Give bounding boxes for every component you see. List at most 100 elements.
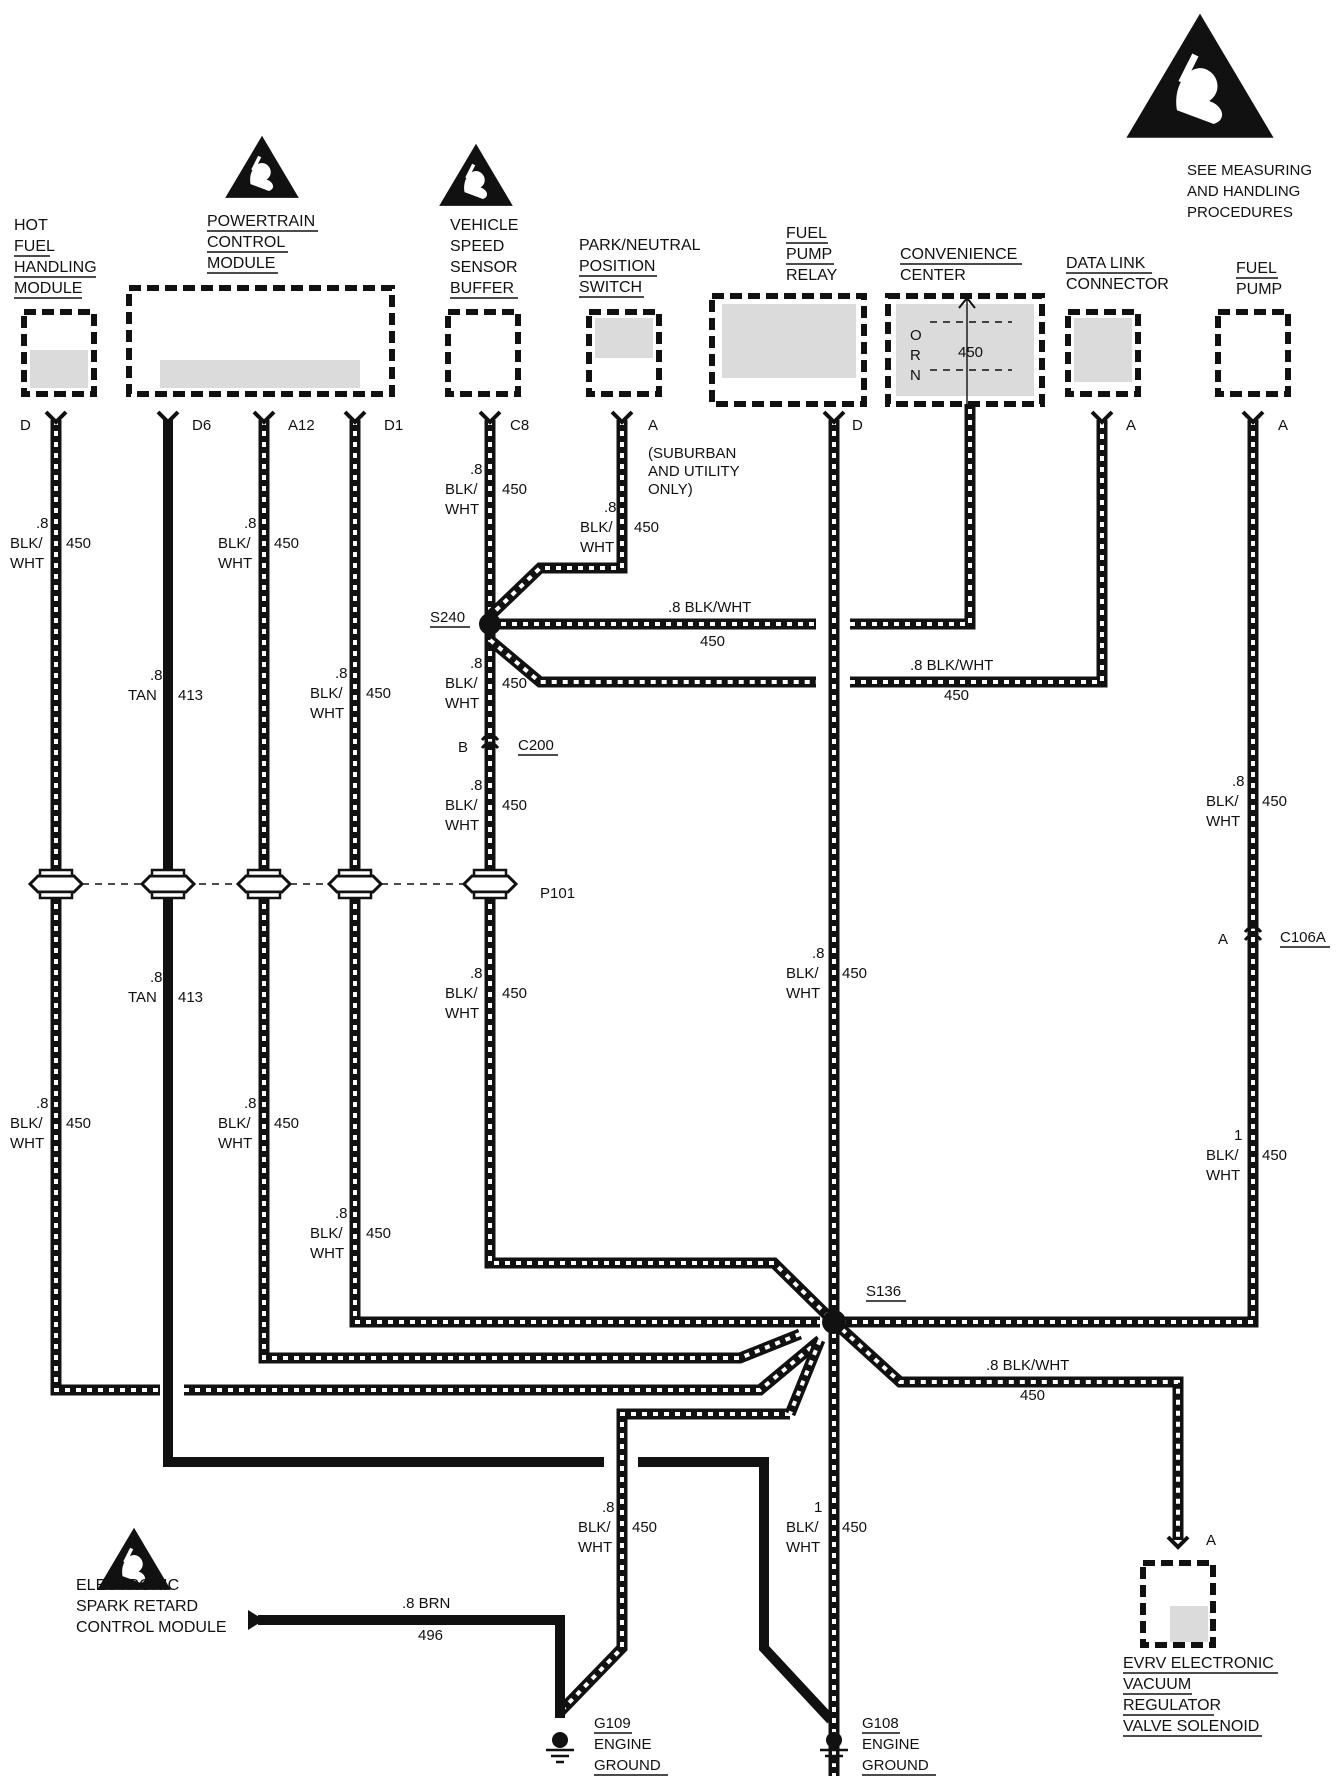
svg-text:450: 450 xyxy=(274,535,299,552)
svg-text:SPARK RETARD: SPARK RETARD xyxy=(76,1598,198,1615)
pin-relay: D xyxy=(822,410,863,434)
svg-text:BLK/: BLK/ xyxy=(10,535,43,552)
wire-evrv xyxy=(830,1317,1184,1540)
svg-text:450: 450 xyxy=(366,685,391,702)
esd-warning-icon-vss xyxy=(437,142,515,208)
warning-note-line-2: AND HANDLING xyxy=(1187,183,1300,200)
svg-text:WHT: WHT xyxy=(310,705,344,722)
svg-text:BLK/: BLK/ xyxy=(786,1519,819,1536)
svg-text:D: D xyxy=(20,417,31,434)
svg-text:A: A xyxy=(1126,417,1136,434)
svg-text:.8: .8 xyxy=(36,1095,49,1112)
svg-text:GROUND: GROUND xyxy=(862,1757,929,1774)
wire-pnp xyxy=(486,420,628,620)
svg-text:EVRV ELECTRONIC: EVRV ELECTRONIC xyxy=(1123,1655,1274,1672)
svg-text:WHT: WHT xyxy=(10,555,44,572)
svg-text:ENGINE: ENGINE xyxy=(594,1736,652,1753)
conv-circuit: 450 xyxy=(958,344,983,361)
wire-hot-fuel-return xyxy=(184,1335,824,1396)
svg-text:450: 450 xyxy=(944,687,969,704)
svg-text:D1: D1 xyxy=(384,417,403,434)
svg-text:A12: A12 xyxy=(288,417,315,434)
svg-text:A: A xyxy=(1206,1532,1216,1549)
svg-text:G109: G109 xyxy=(594,1715,631,1732)
vss-label: VEHICLE SPEED SENSOR BUFFER xyxy=(450,217,518,299)
svg-text:WHT: WHT xyxy=(786,1539,820,1556)
svg-text:SWITCH: SWITCH xyxy=(579,279,642,296)
svg-text:WHT: WHT xyxy=(786,985,820,1002)
wire-label-brn: .8 BRN 496 xyxy=(402,1595,450,1644)
svg-text:D6: D6 xyxy=(192,417,211,434)
svg-text:DATA LINK: DATA LINK xyxy=(1066,255,1146,272)
svg-text:BLK/: BLK/ xyxy=(445,675,478,692)
svg-text:.8: .8 xyxy=(470,965,483,982)
svg-text:C8: C8 xyxy=(510,417,529,434)
svg-text:450: 450 xyxy=(1020,1387,1045,1404)
pcm-label: POWERTRAIN CONTROL MODULE xyxy=(207,213,318,274)
svg-text:P101: P101 xyxy=(540,885,575,902)
wire-label-s240-dlc: .8 BLK/WHT 450 xyxy=(910,657,993,704)
pnp-label: PARK/NEUTRAL POSITION SWITCH xyxy=(579,237,701,298)
svg-text:WHT: WHT xyxy=(580,539,614,556)
wire-pcm-d1 xyxy=(349,420,820,1328)
svg-text:FUEL: FUEL xyxy=(14,238,55,255)
warning-note-line-3: PROCEDURES xyxy=(1187,204,1293,221)
svg-text:450: 450 xyxy=(632,1519,657,1536)
svg-text:BLK/: BLK/ xyxy=(1206,793,1239,810)
svg-text:413: 413 xyxy=(178,687,203,704)
svg-text:450: 450 xyxy=(700,633,725,650)
wire-label-pnp: .8 BLK/ WHT 450 xyxy=(580,499,659,556)
svg-text:CONTROL: CONTROL xyxy=(207,234,285,251)
connector-p101: P101 xyxy=(28,868,575,902)
svg-text:B: B xyxy=(458,739,468,756)
wire-label-tan-upper: .8 TAN 413 xyxy=(128,667,203,704)
svg-text:WHT: WHT xyxy=(445,1005,479,1022)
convenience-center-box: O R N 450 xyxy=(885,293,1045,407)
svg-text:WHT: WHT xyxy=(10,1135,44,1152)
svg-text:MODULE: MODULE xyxy=(207,255,275,272)
ground-g109-icon xyxy=(544,1730,576,1764)
svg-text:BLK/: BLK/ xyxy=(445,797,478,814)
pnp-switch-box xyxy=(586,309,662,397)
svg-text:BLK/: BLK/ xyxy=(1206,1147,1239,1164)
evrv-box xyxy=(1140,1560,1216,1648)
ground-g109-label: G109 ENGINE GROUND xyxy=(594,1715,668,1776)
svg-text:.8 BRN: .8 BRN xyxy=(402,1595,450,1612)
svg-text:C106A: C106A xyxy=(1280,929,1326,946)
svg-text:450: 450 xyxy=(502,797,527,814)
svg-text:WHT: WHT xyxy=(445,817,479,834)
svg-text:450: 450 xyxy=(634,519,659,536)
wire-label-hot-fuel-lower: .8 BLK/ WHT 450 xyxy=(10,1095,91,1152)
svg-text:.8: .8 xyxy=(470,655,483,672)
wire-label-d1-lower: .8 BLK/ WHT 450 xyxy=(310,1205,391,1262)
connector-c106a: A C106A xyxy=(1218,925,1330,948)
hot-fuel-label: HOT FUEL HANDLING MODULE xyxy=(14,217,97,299)
svg-text:TAN: TAN xyxy=(128,687,157,704)
pin-pcm-d1: D1 xyxy=(343,410,403,434)
svg-text:BLK/: BLK/ xyxy=(445,481,478,498)
svg-text:A: A xyxy=(1278,417,1288,434)
vss-box xyxy=(445,309,521,397)
conv-label: CONVENIENCE CENTER xyxy=(900,246,1022,284)
svg-text:FUEL: FUEL xyxy=(786,225,827,242)
svg-text:HOT: HOT xyxy=(14,217,48,234)
pin-vss: C8 xyxy=(478,410,529,434)
svg-text:WHT: WHT xyxy=(218,555,252,572)
conv-letter-o: O xyxy=(910,327,922,344)
pin-hot-fuel: D xyxy=(20,410,68,434)
svg-text:BLK/: BLK/ xyxy=(218,1115,251,1132)
svg-text:BLK/: BLK/ xyxy=(578,1519,611,1536)
svg-text:TAN: TAN xyxy=(128,989,157,1006)
splice-s240-label: S240 xyxy=(430,609,465,626)
wire-label-hot-fuel-upper: .8 BLK/ WHT 450 xyxy=(10,515,91,572)
svg-text:BLK/: BLK/ xyxy=(310,1225,343,1242)
svg-text:G108: G108 xyxy=(862,1715,899,1732)
pin-pcm-d6: D6 xyxy=(156,410,211,434)
esc-label: ELECTRONIC SPARK RETARD CONTROL MODULE xyxy=(76,1577,227,1636)
svg-text:.8: .8 xyxy=(602,1499,615,1516)
svg-text:ONLY): ONLY) xyxy=(648,481,693,498)
warning-note-line-1: SEE MEASURING xyxy=(1187,162,1312,179)
pnp-note: (SUBURBAN AND UTILITY ONLY) xyxy=(648,445,740,498)
wire-fuel-pump xyxy=(834,420,1259,1328)
svg-text:.8: .8 xyxy=(470,461,483,478)
